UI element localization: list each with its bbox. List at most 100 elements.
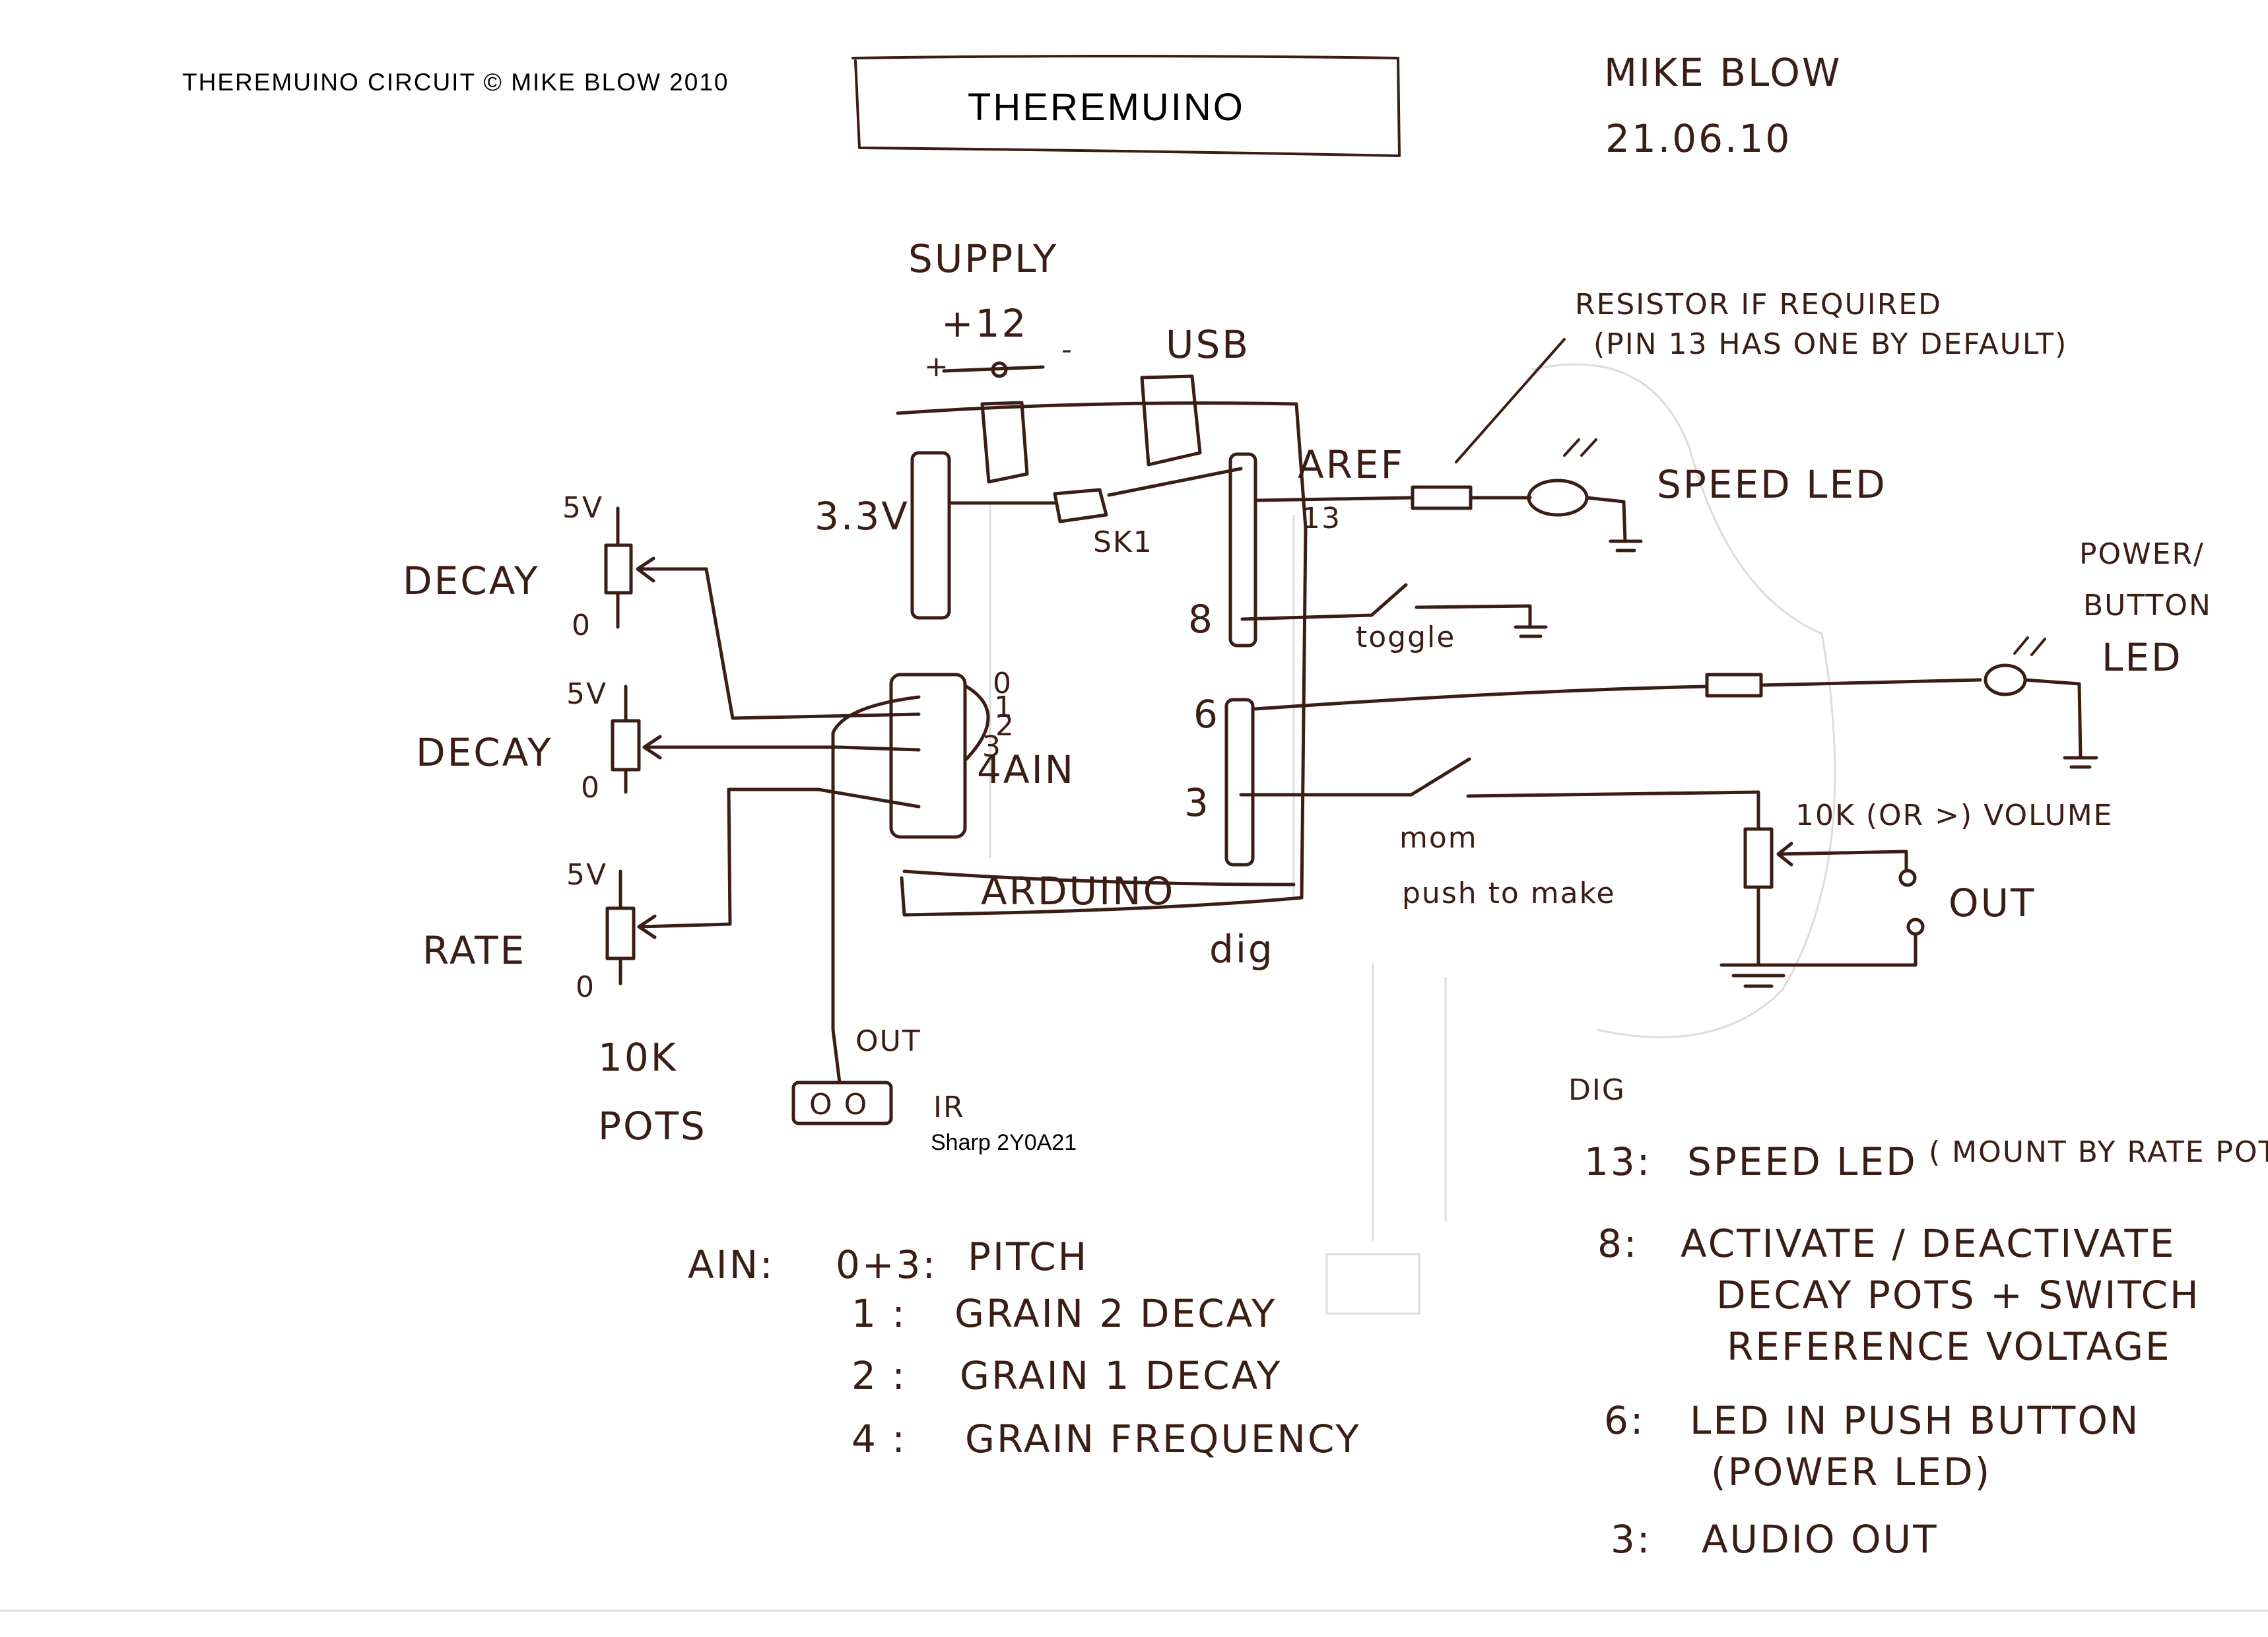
- drawing-date: 21.06.10: [1605, 116, 1791, 161]
- volume-bottom-wire: [1756, 885, 1918, 967]
- supply-voltage: +12: [941, 301, 1028, 346]
- power-jack: [980, 401, 1029, 484]
- header-digital-lower: [1224, 698, 1255, 867]
- aref-label: AREF: [1298, 442, 1405, 487]
- dig-note-text-2: ACTIVATE / DEACTIVATE: [1681, 1221, 2176, 1266]
- power-led-label-line1: POWER/: [2079, 537, 2205, 571]
- sk1-label: SK1: [1093, 525, 1153, 559]
- arduino-board-outline: [896, 401, 1308, 917]
- ir-model-label: Sharp 2Y0A21: [931, 1130, 1077, 1155]
- pot2-body: [611, 719, 641, 772]
- header-digital-upper: [1228, 452, 1257, 648]
- ain-note-pin-1: 1 :: [851, 1291, 907, 1336]
- speed-led-ground: [1585, 496, 1643, 552]
- pin3-label: 3: [1184, 780, 1211, 825]
- dig-note-pin-2: 8:: [1597, 1221, 1638, 1266]
- dig-note-text-3: DECAY POTS + SWITCH: [1716, 1273, 2201, 1318]
- volume-ground: [1719, 963, 1797, 988]
- paper-show-through: [0, 363, 2268, 1612]
- power-led-label-line3: LED: [2102, 635, 2183, 680]
- dig-note-pin-7: 3:: [1611, 1517, 1651, 1562]
- ir-type-label: IR: [933, 1090, 965, 1124]
- power-led-light-arrows: [2013, 636, 2046, 656]
- dig-note-text-0: SPEED LED: [1687, 1139, 1918, 1184]
- audio-out-label: OUT: [1949, 881, 2036, 925]
- supply-minus-sign: -: [1061, 333, 1073, 366]
- pot1-body: [604, 543, 633, 595]
- ain-pin0-label: 0: [993, 667, 1013, 700]
- arduino-label: ARDUINO: [981, 869, 1175, 914]
- dig-notes-title: DIG: [1568, 1073, 1626, 1107]
- pin3-momentary-switch: [1239, 757, 1760, 798]
- page-title: THEREMUINO: [968, 86, 1245, 129]
- ain-note-text-1: GRAIN 2 DECAY: [954, 1291, 1277, 1336]
- resistor-note-line1: RESISTOR IF REQUIRED: [1575, 288, 1942, 321]
- pot1-name: DECAY: [403, 558, 539, 603]
- pin8-label: 8: [1188, 597, 1215, 642]
- push-to-make-label: push to make: [1402, 877, 1616, 910]
- speed-led-resistor: [1411, 485, 1473, 510]
- sk1-switch: [1053, 488, 1108, 523]
- out-terminal-tip: [1898, 869, 1917, 887]
- ain-note-text-2: GRAIN 1 DECAY: [960, 1353, 1282, 1398]
- power-led-ground: [2023, 678, 2098, 769]
- supply-plus-sign: +: [924, 350, 950, 384]
- speed-led-light-arrows: [1563, 438, 1597, 457]
- usb-label: USB: [1166, 322, 1250, 367]
- header-left-power: [910, 451, 951, 620]
- pot2-wiper-wire: [642, 735, 921, 760]
- supply-label: SUPPLY: [908, 236, 1058, 281]
- dig-note-text-5: LED IN PUSH BUTTON: [1690, 1398, 2140, 1443]
- pin13-label: 13: [1302, 502, 1341, 535]
- pin6-wire: [1253, 685, 1709, 711]
- pot3-body: [605, 906, 636, 960]
- dig-label: dig: [1209, 927, 1275, 972]
- ain-note-pin-2: 2 :: [851, 1353, 907, 1398]
- pot1-zero-label: 0: [572, 609, 591, 642]
- volume-pot-body: [1743, 827, 1774, 889]
- sk1-to-aref-wire: [1107, 467, 1243, 497]
- pot1-wiper-wire: [636, 556, 921, 720]
- mom-label: mom: [1399, 821, 1478, 855]
- ain-note-pin-3: 4 :: [851, 1417, 907, 1461]
- out-terminal-ground: [1906, 918, 1925, 936]
- power-led: [1984, 663, 2027, 696]
- ain-pin2-label: 2: [995, 709, 1015, 743]
- pot2-zero-label: 0: [581, 771, 601, 805]
- header-analog: [889, 673, 967, 839]
- power-led-resistor: [1705, 673, 1763, 698]
- pots-caption-10k: 10K: [598, 1035, 678, 1080]
- dig-note-text-1: ( MOUNT BY RATE POT ): [1929, 1135, 2268, 1169]
- power-led-wire: [1759, 678, 1982, 687]
- pots-caption-pots: POTS: [598, 1104, 707, 1149]
- dig-note-text-4: REFERENCE VOLTAGE: [1727, 1324, 2172, 1369]
- pot3-name: RATE: [422, 928, 526, 973]
- dig-note-text-6: (POWER LED): [1711, 1450, 1991, 1494]
- resistor-note-leader: [1455, 338, 1566, 463]
- copyright-text: THEREMUINO CIRCUIT © MIKE BLOW 2010: [182, 69, 729, 96]
- ain-note-text-3: GRAIN FREQUENCY: [965, 1417, 1361, 1461]
- v33-label: 3.3V: [815, 494, 910, 539]
- dig-note-text-7: AUDIO OUT: [1702, 1517, 1939, 1562]
- pot3-supply-label: 5V: [566, 858, 607, 892]
- supply-plug-dot: [991, 361, 1008, 378]
- ain-pin1-label: 1: [994, 690, 1014, 724]
- ir-out-label: OUT: [855, 1024, 921, 1058]
- pin8-toggle-switch: [1240, 583, 1548, 638]
- dig-note-pin-0: 13:: [1584, 1139, 1651, 1184]
- pot3-wiper-wire: [637, 787, 921, 939]
- pot2-supply-label: 5V: [566, 677, 607, 711]
- pot2-name: DECAY: [416, 730, 552, 775]
- author-name: MIKE BLOW: [1604, 50, 1842, 95]
- ain-notes-prefix: AIN:: [688, 1242, 775, 1287]
- pot3-zero-label: 0: [576, 970, 595, 1004]
- speed-led-label: SPEED LED: [1657, 462, 1887, 507]
- ir-sensor-lens: O O: [809, 1088, 868, 1121]
- ain-jumper: [964, 685, 990, 761]
- volume-wiper-wire: [1776, 842, 1908, 871]
- board-bottom-edge: [902, 869, 1296, 886]
- volume-label: 10K (OR >) VOLUME: [1795, 799, 2113, 832]
- pot1-supply-label: 5V: [562, 491, 603, 525]
